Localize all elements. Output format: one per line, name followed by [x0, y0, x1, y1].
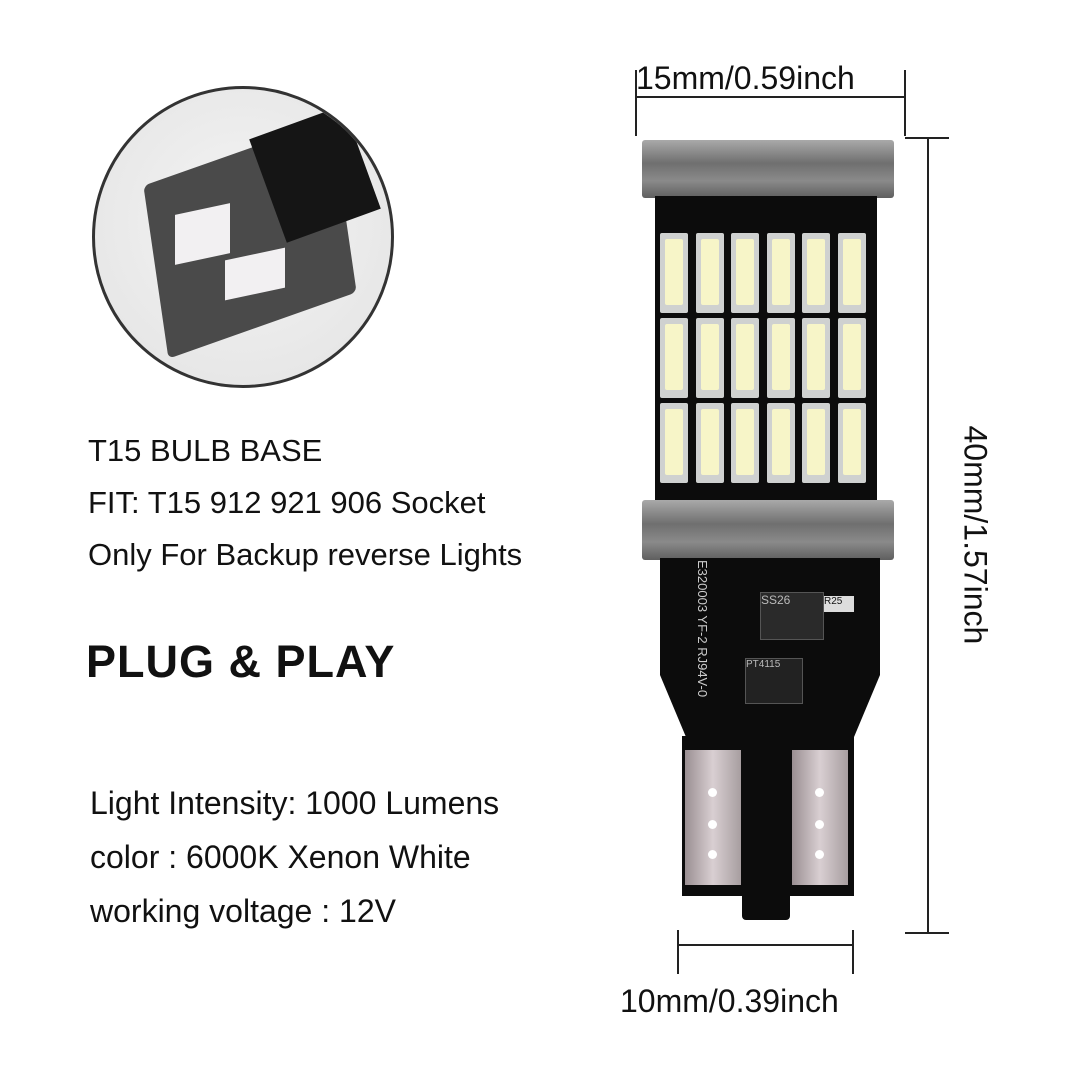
led-chip — [837, 403, 866, 483]
headline: PLUG & PLAY — [86, 636, 396, 687]
led-chip — [660, 318, 688, 398]
chip-pt4115: PT4115 — [745, 658, 803, 704]
dimension-tick — [905, 137, 949, 139]
base-closeup-inset — [92, 86, 394, 388]
height-label: 40mm/1.57inch — [957, 425, 994, 645]
led-chip — [731, 233, 759, 313]
contact-left — [685, 750, 741, 885]
led-chip — [766, 233, 795, 313]
dimension-tick — [635, 70, 637, 136]
dimension-tick — [852, 930, 854, 974]
dimension-line — [636, 96, 906, 98]
dimension-line — [927, 138, 929, 933]
base-width-label: 10mm/0.39inch — [620, 983, 839, 1019]
led-chip — [695, 318, 724, 398]
led-chip — [802, 233, 830, 313]
fit-sockets-label: FIT: T15 912 921 906 Socket — [88, 485, 486, 520]
led-chip — [660, 403, 688, 483]
led-chip — [660, 233, 688, 313]
base-type-label: T15 BULB BASE — [88, 433, 323, 468]
led-chip — [695, 403, 724, 483]
led-chip — [802, 318, 830, 398]
resistor-r25: R25 — [824, 596, 854, 612]
spec-lumens: Light Intensity: 1000 Lumens — [90, 785, 500, 821]
contact-right — [792, 750, 848, 885]
led-chip — [766, 403, 795, 483]
led-chip — [837, 318, 866, 398]
led-chip — [766, 318, 795, 398]
chip-label: SS26 — [761, 593, 791, 607]
top-width-label: 15mm/0.59inch — [636, 60, 855, 96]
usage-label: Only For Backup reverse Lights — [88, 537, 523, 572]
board-marking: E320003 YF-2 RJ94V-0 — [695, 560, 710, 698]
chip-label: PT4115 — [746, 659, 781, 670]
led-chip — [731, 318, 759, 398]
dimension-tick — [904, 70, 906, 136]
led-chip — [802, 403, 830, 483]
dimension-line — [678, 944, 853, 946]
led-chip — [695, 233, 724, 313]
dimension-tick — [677, 930, 679, 974]
spec-color: color : 6000K Xenon White — [90, 839, 471, 875]
spec-voltage: working voltage : 12V — [90, 893, 396, 929]
dimension-tick — [905, 932, 949, 934]
led-chip — [731, 403, 759, 483]
led-chip — [837, 233, 866, 313]
chip-ss26: SS26 — [760, 592, 824, 640]
resistor-label: R25 — [824, 596, 843, 607]
